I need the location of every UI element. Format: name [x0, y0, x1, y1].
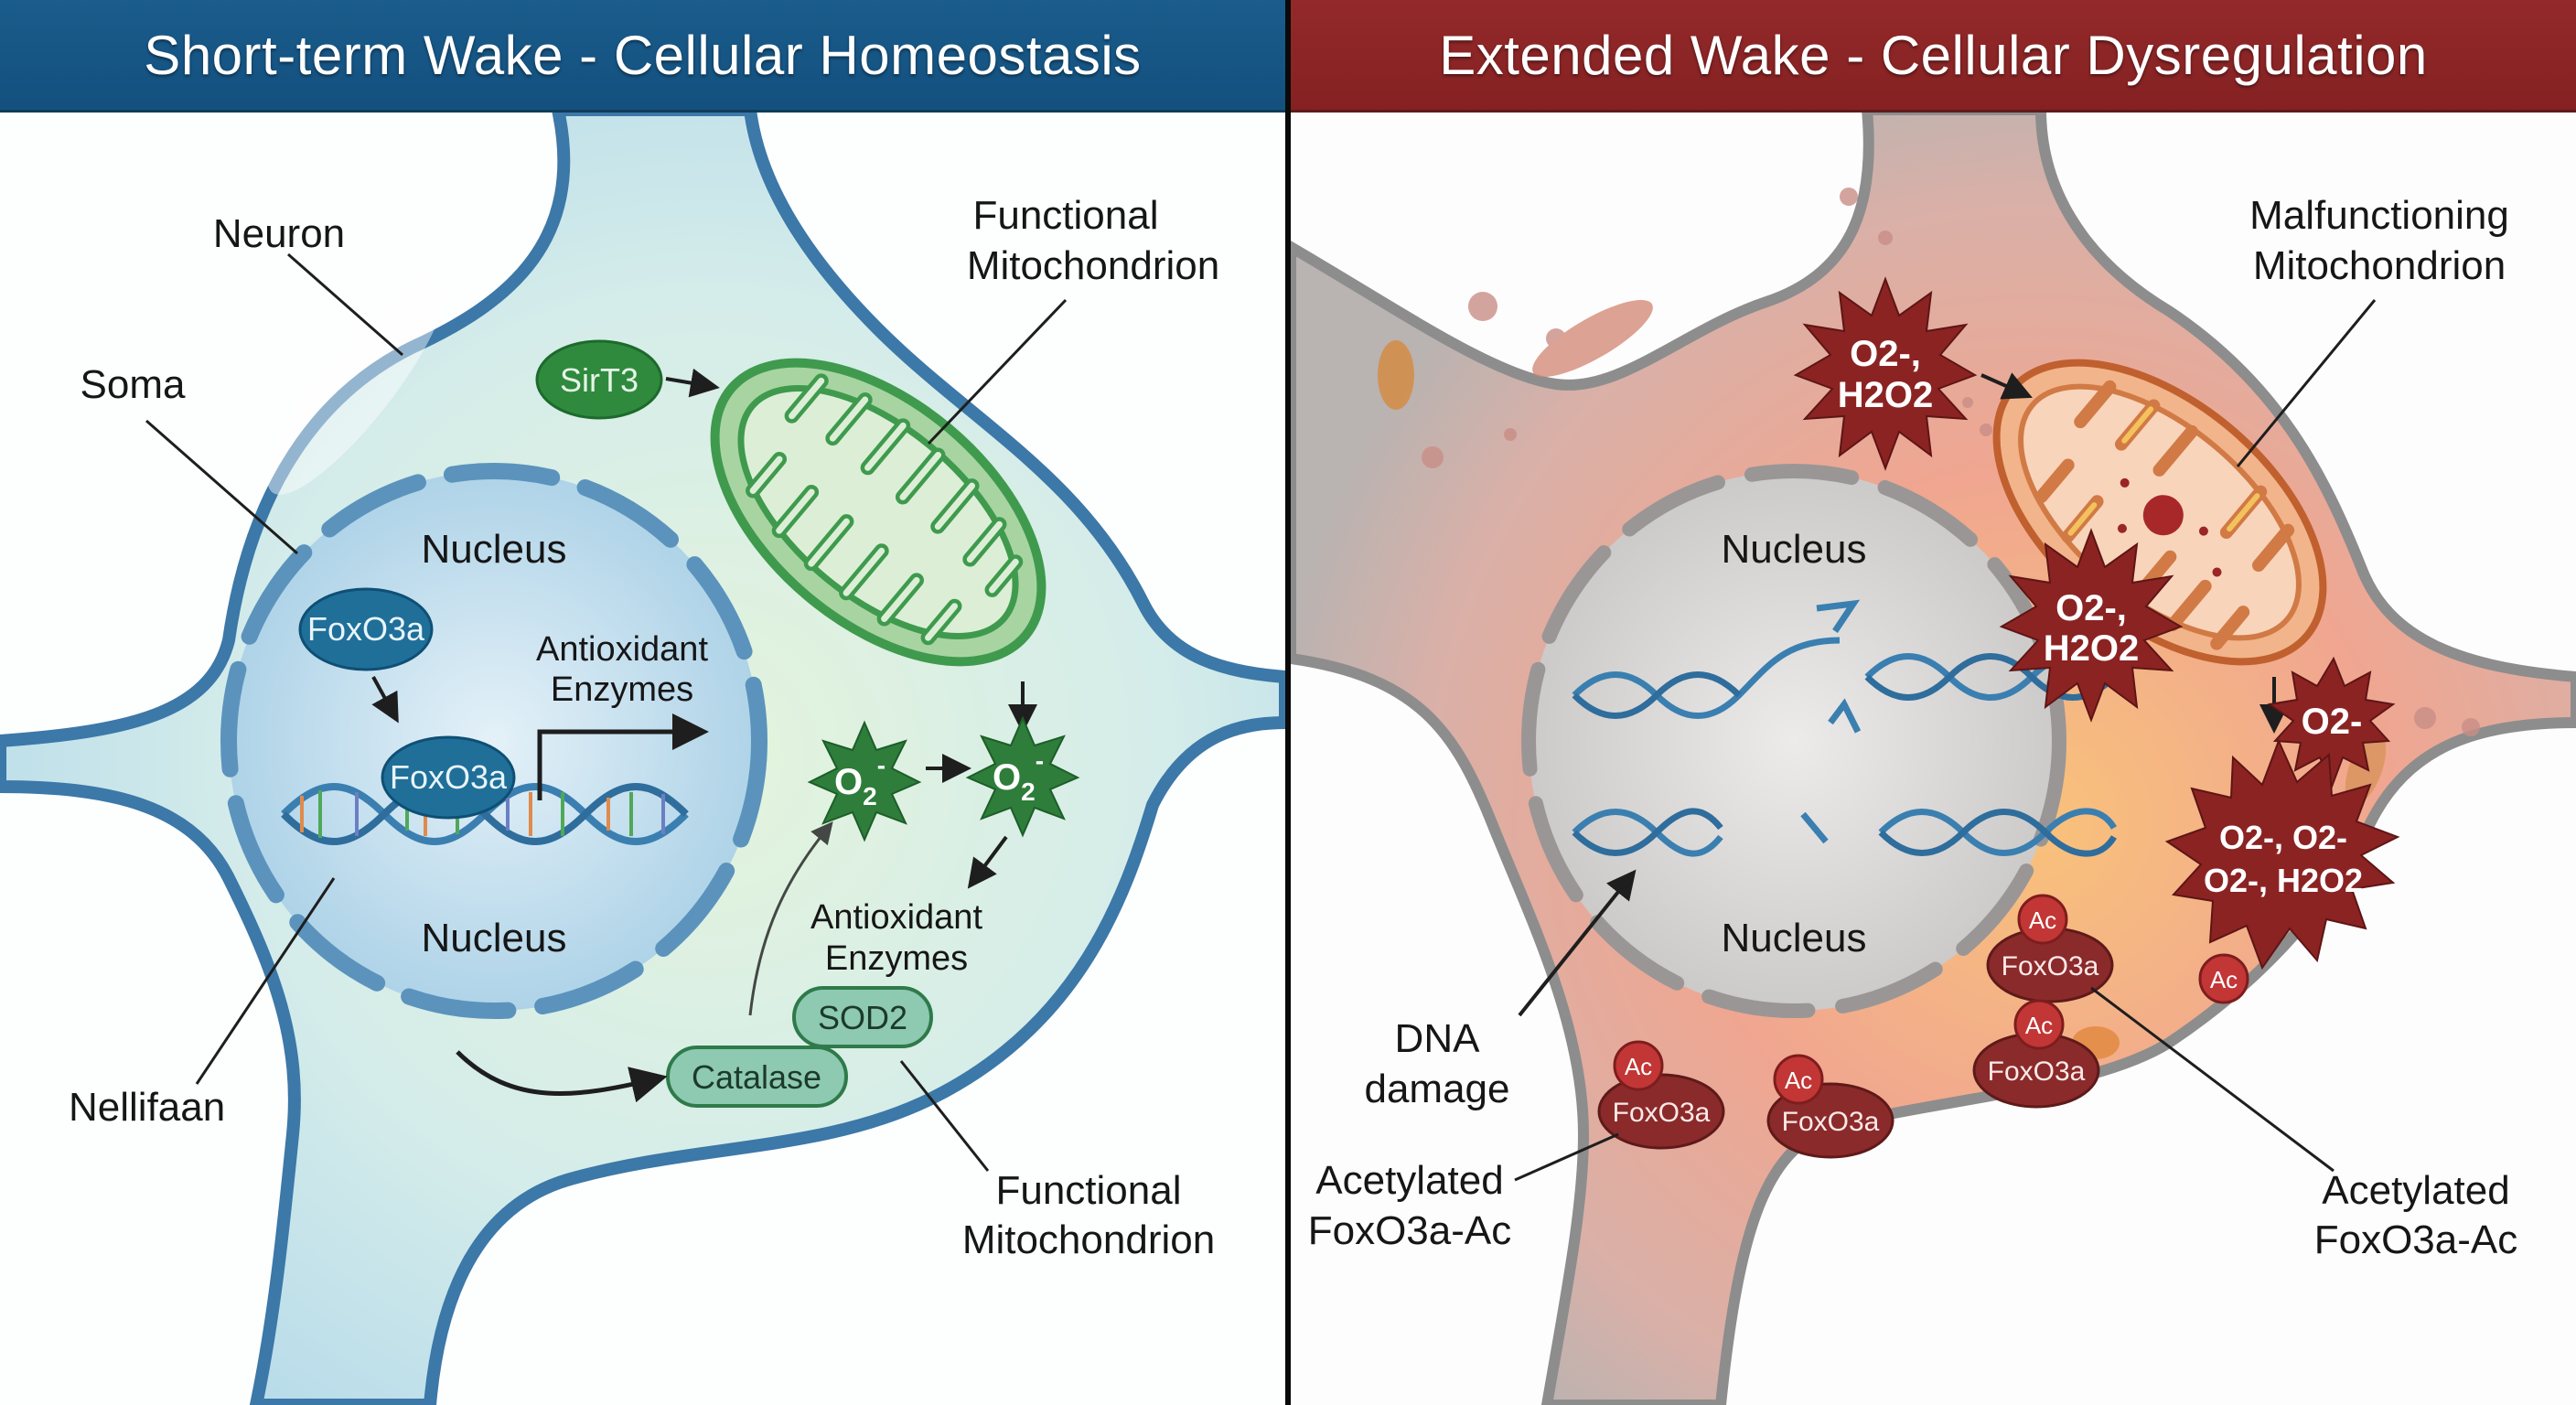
foxo3a-free-label: FoxO3a	[307, 610, 425, 648]
nucleus-damaged	[1521, 464, 2066, 1018]
functional-mito-top-leader-line	[927, 298, 1068, 445]
nucleus-label-top-damaged: Nucleus	[1722, 527, 1867, 572]
ros-star-1: O2-	[807, 720, 922, 842]
svg-text:FoxO3a: FoxO3a	[1782, 1107, 1880, 1137]
sod2-label: SOD2	[818, 999, 907, 1036]
nucleus-to-catalase-arrow	[456, 1050, 668, 1103]
acetylated-left-label-2: FoxO3a-Ac	[1308, 1208, 1512, 1253]
functional-mitochondrion	[710, 358, 1046, 667]
functional-mito-label-bottom-2: Mitochondrion	[962, 1217, 1215, 1262]
catalase-label: Catalase	[692, 1058, 821, 1096]
antioxidant-enzymes-cyto-label-2: Enzymes	[825, 939, 968, 978]
ros-burst-a: O2-, H2O2	[1793, 276, 1978, 471]
homeostasis-panel: Short-term Wake - Cellular Homeostasis	[0, 0, 1285, 1405]
sirt3	[535, 339, 663, 420]
antioxidant-enzymes-nuclear-label-2: Enzymes	[551, 670, 693, 709]
ros-star-2: O2-	[965, 715, 1080, 838]
panel-title-dysregulation: Extended Wake - Cellular Dysregulation	[1291, 0, 2576, 113]
nucleus-label-bottom-damaged: Nucleus	[1722, 916, 1867, 960]
svg-text:O2-: O2-	[993, 746, 1044, 806]
nellifaan-label: Nellifaan	[69, 1085, 225, 1130]
acetylated-left-label: Acetylated	[1315, 1158, 1503, 1203]
foxo3a-bound	[381, 735, 516, 820]
acetylated-foxo3a-3: FoxO3a Ac	[1766, 1054, 1894, 1159]
svg-text:FoxO3a: FoxO3a	[1613, 1098, 1711, 1128]
transcription-arrow	[537, 713, 709, 800]
antioxidant-enzymes-nuclear-label: Antioxidant	[536, 630, 708, 669]
foxo3a-bound-label: FoxO3a	[390, 758, 508, 796]
functional-mito-label-top-2: Mitochondrion	[967, 243, 1219, 288]
svg-text:H2O2: H2O2	[1838, 375, 1934, 415]
svg-text:Ac: Ac	[2210, 966, 2238, 993]
foxo3a-free	[298, 587, 434, 671]
acetylated-foxo3a-1: FoxO3a Ac	[1986, 894, 2114, 1003]
translocation-arrow	[371, 676, 399, 724]
acetylated-right-label-2: FoxO3a-Ac	[2314, 1217, 2518, 1262]
dysregulation-panel: Extended Wake - Cellular Dysregulation	[1291, 0, 2576, 1405]
nucleus-label-top: Nucleus	[422, 527, 567, 572]
panel-title-homeostasis: Short-term Wake - Cellular Homeostasis	[0, 0, 1285, 113]
panel-divider	[1285, 0, 1291, 1405]
free-acetyl-group: Ac	[2198, 953, 2249, 1004]
sirt3-arrow	[665, 368, 720, 398]
catalase	[666, 1046, 848, 1108]
sod2	[792, 986, 933, 1048]
malfunctioning-mito-leader-line	[2236, 299, 2377, 467]
svg-text:O2-,: O2-,	[1850, 334, 1921, 374]
acetylated-foxo3a-4: FoxO3a Ac	[1597, 1040, 1725, 1150]
svg-text:FoxO3a: FoxO3a	[2002, 951, 2099, 981]
svg-text:O2-, H2O2: O2-, H2O2	[2204, 862, 2363, 899]
soma-leader-line	[145, 419, 298, 555]
dna-damage-arrow	[1518, 869, 1637, 1017]
ros-burst-d: O2-, O2- O2-, H2O2	[2164, 738, 2400, 971]
neuron-label: Neuron	[213, 211, 345, 256]
ros-to-enzyme-arrow	[967, 835, 1008, 889]
svg-text:O2-,: O2-,	[2055, 588, 2127, 628]
svg-text:O2-: O2-	[2302, 702, 2363, 742]
acetylated-foxo3a-2: FoxO3a Ac	[1972, 999, 2100, 1109]
ros-burst-b: O2-, H2O2	[1999, 528, 2184, 723]
stressed-neuron-illustration: Nucleus Nucleus	[1291, 104, 2576, 1405]
malfunctioning-mito-label: Malfunctioning	[2249, 193, 2509, 238]
svg-text:H2O2: H2O2	[2044, 628, 2140, 669]
broken-dna-lower	[1572, 808, 2117, 857]
nellifaan-leader-line	[195, 877, 336, 1085]
nucleus-label-bottom: Nucleus	[422, 916, 567, 960]
functional-mito-label-top: Functional	[972, 193, 1158, 238]
svg-text:O2-, O2-: O2-, O2-	[2219, 819, 2347, 856]
dna-damage-label-2: damage	[1364, 1067, 1509, 1111]
acetylated-left-leader-line	[1514, 1132, 1619, 1182]
functional-mito-label-bottom: Functional	[995, 1168, 1181, 1213]
svg-text:Ac: Ac	[2029, 906, 2056, 934]
acetylated-right-leader-line	[2090, 986, 2334, 1173]
neuron-leader-line	[287, 252, 403, 357]
catalase-to-ros-arrow	[748, 821, 833, 1016]
functional-mito-bottom-leader-line	[899, 1060, 990, 1172]
soma-label: Soma	[80, 362, 186, 407]
soma-highlight	[267, 273, 446, 495]
acetylated-right-label: Acetylated	[2322, 1168, 2509, 1213]
svg-text:Ac: Ac	[1625, 1053, 1652, 1080]
sirt3-label: SirT3	[560, 361, 639, 399]
svg-text:Ac: Ac	[2025, 1012, 2053, 1039]
dna-damage-label: DNA	[1395, 1016, 1481, 1061]
ros-to-mito-arrow	[1980, 372, 2033, 400]
malfunctioning-mito-label-2: Mitochondrion	[2253, 243, 2506, 288]
antioxidant-enzymes-cyto-label: Antioxidant	[810, 898, 982, 937]
svg-text:FoxO3a: FoxO3a	[1988, 1056, 2086, 1087]
svg-text:O2-: O2-	[834, 751, 886, 810]
svg-text:Ac: Ac	[1785, 1067, 1812, 1094]
healthy-neuron-illustration: FoxO3a FoxO3a SirT3 O2-	[0, 103, 1285, 1405]
